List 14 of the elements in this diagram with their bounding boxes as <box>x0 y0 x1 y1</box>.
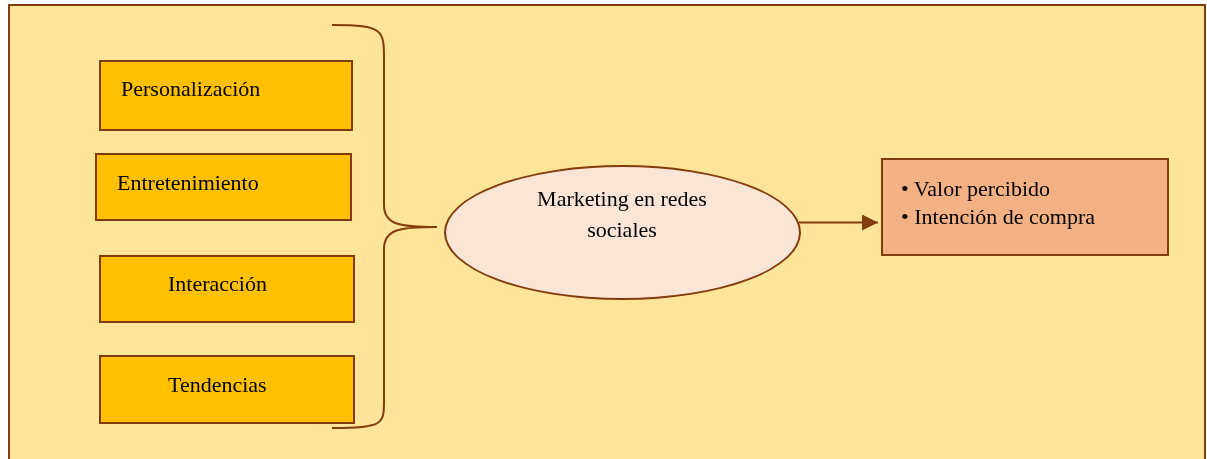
factor-box <box>99 60 353 131</box>
outcome-item: • Valor percibido <box>901 175 1052 203</box>
factor-box <box>95 153 352 221</box>
diagram-panel <box>8 4 1206 459</box>
factor-label: Entretenimiento <box>117 170 259 196</box>
factor-box <box>99 355 355 424</box>
arrow <box>798 214 879 231</box>
factor-label: Interacción <box>168 271 267 297</box>
outcome-item: • Intención de compra <box>901 203 1095 231</box>
factor-box <box>99 255 355 323</box>
concept-label: Marketing en redes sociales <box>536 185 708 244</box>
outcome-box <box>881 158 1169 256</box>
factor-label: Personalización <box>121 76 261 102</box>
factor-label: Tendencias <box>168 372 267 398</box>
